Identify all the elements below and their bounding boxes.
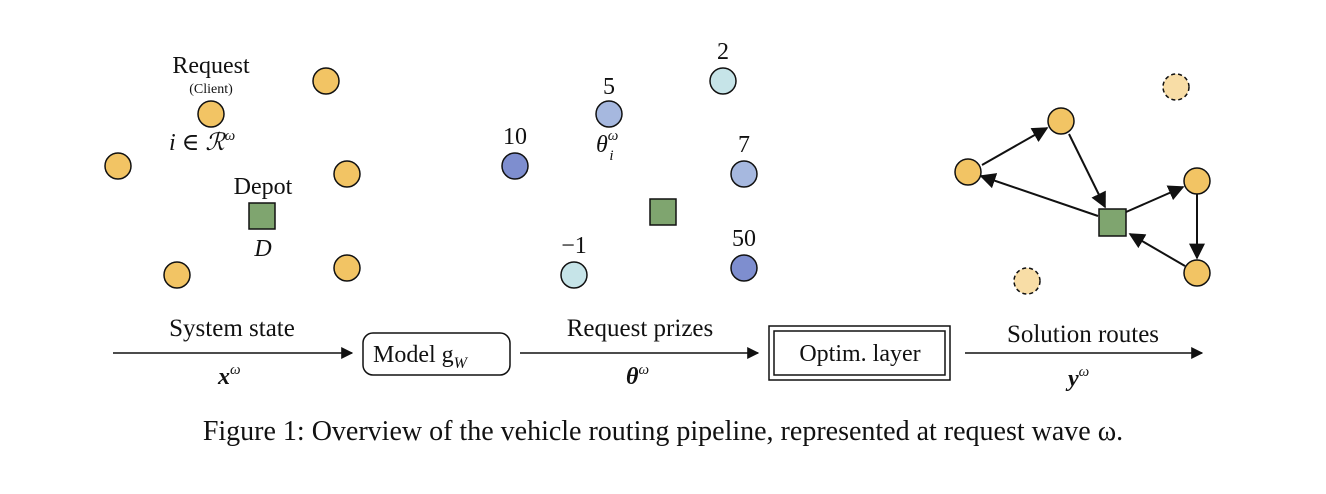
optim-layer-inner-box — [773, 330, 946, 376]
prize-node — [595, 100, 623, 128]
request-node — [333, 254, 361, 282]
prize-label: 2 — [717, 39, 729, 65]
prize-node — [730, 160, 758, 188]
prize-label: 7 — [738, 132, 750, 158]
request-prizes-label: Request prizes — [567, 315, 713, 342]
depot-symbol: D — [253, 236, 271, 262]
prize-label: 5 — [603, 74, 615, 100]
route-request-node — [1047, 107, 1075, 135]
route-request-node — [1183, 259, 1211, 287]
prize-node — [709, 67, 737, 95]
request-prizes-symbol: θω — [626, 362, 649, 390]
route-edge — [981, 127, 1049, 166]
solution-routes-label: Solution routes — [1007, 321, 1159, 348]
solution-routes-panel — [954, 73, 1211, 295]
request-node — [163, 261, 191, 289]
prize-label: −1 — [561, 233, 587, 259]
route-edge — [1125, 185, 1185, 213]
model-box — [362, 332, 511, 376]
depot-node — [248, 202, 276, 230]
prize-label: 50 — [732, 226, 756, 252]
prize-node — [560, 261, 588, 289]
route-edge — [979, 173, 1099, 217]
optim-layer-label: Optim. layer — [799, 341, 920, 367]
figure-caption: Figure 1: Overview of the vehicle routin… — [202, 416, 1124, 447]
request-index-label: i ∈ ℛω — [169, 128, 235, 156]
request-node — [197, 100, 225, 128]
route-request-node — [954, 158, 982, 186]
client-label: (Client) — [189, 82, 233, 97]
unserved-request-node — [1013, 267, 1041, 295]
system-state-symbol: xω — [217, 362, 241, 390]
depot-node — [1098, 208, 1127, 237]
request-node — [104, 152, 132, 180]
request-node — [312, 67, 340, 95]
unserved-request-node — [1162, 73, 1190, 101]
prize-node — [730, 254, 758, 282]
prize-label: 10 — [503, 124, 527, 150]
route-edge — [1128, 233, 1186, 267]
prize-node — [501, 152, 529, 180]
solution-routes-symbol: yω — [1065, 364, 1089, 392]
model-label: Model gW — [373, 342, 469, 372]
pipeline-row: System state xω Model gW Request prizes … — [113, 315, 1204, 392]
depot-node — [649, 198, 677, 226]
route-edge — [1068, 133, 1106, 209]
route-request-node — [1183, 167, 1211, 195]
request-node — [333, 160, 361, 188]
request-label: Request — [172, 53, 250, 79]
depot-label: Depot — [234, 174, 293, 200]
system-state-label: System state — [169, 315, 295, 342]
system-state-panel: Request (Client) i ∈ ℛω Depot D — [104, 53, 361, 289]
